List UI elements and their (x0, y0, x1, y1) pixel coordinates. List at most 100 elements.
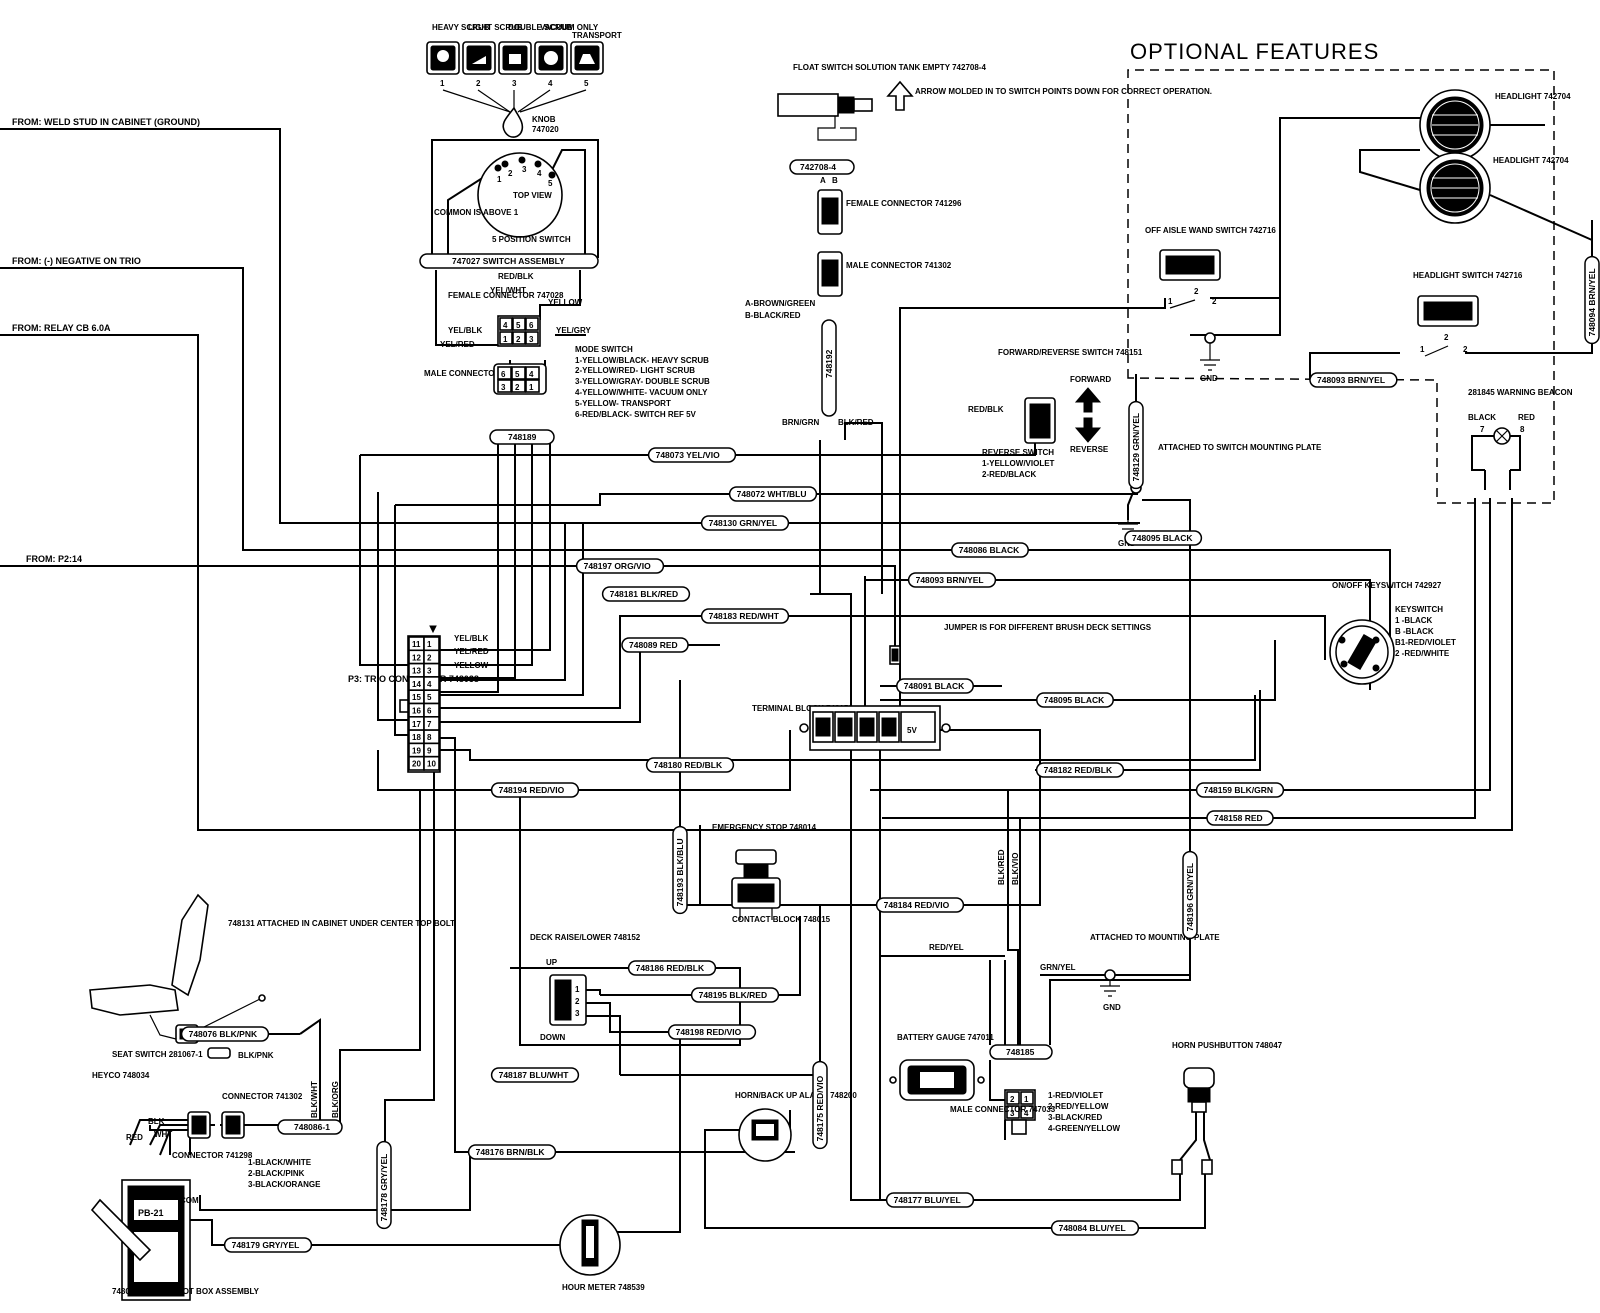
heyco-label: HEYCO 748034 (92, 1071, 150, 1080)
wire-tag: 748089 RED (621, 637, 689, 653)
wand-center: 2 (1194, 287, 1199, 296)
wire-yel-red: YEL/RED (440, 340, 475, 349)
fwd-label: FORWARD (1070, 375, 1111, 384)
p3-pin-number: 10 (427, 760, 436, 769)
from-label-negative-trio: FROM: (-) NEGATIVE ON TRIO (12, 256, 141, 266)
p3-pin-number: 14 (412, 680, 421, 689)
knob-icon (502, 106, 524, 138)
wire-tag: 748076 BLK/PNK (180, 1026, 270, 1042)
terminal-block: TERMINAL BLOCK 748153 5V (752, 704, 951, 751)
seat-cushion-icon (89, 984, 179, 1016)
wire-tag: 748159 BLK/GRN (1195, 782, 1285, 798)
wire-tag: 748094 BRN/YEL (1584, 255, 1600, 345)
wire-tag-label: 748187 BLU/WHT (499, 1070, 570, 1080)
battery-gauge-label: BATTERY GAUGE 747011 (897, 1033, 994, 1042)
mode-line-4: 4-YELLOW/WHITE- VACUUM ONLY (575, 388, 708, 397)
fwd-rev-label: FORWARD/REVERSE SWITCH 748151 (998, 348, 1143, 357)
gnd-label-2: GND (1103, 1003, 1121, 1012)
switch-top-view: TOP VIEW (513, 191, 552, 200)
harness-748185: 748185 (1006, 1047, 1035, 1057)
rev-legend-0: REVERSE SWITCH (982, 448, 1054, 457)
p3-pin-number: 18 (412, 733, 421, 742)
bc-legend-0: 1-RED/VIOLET (1048, 1091, 1103, 1100)
jumper: JUMPER IS FOR DIFFERENT BRUSH DECK SETTI… (889, 623, 1152, 665)
sc-pin-5: 5 (516, 321, 521, 330)
p3-pin-number: 19 (412, 746, 421, 755)
harness-tag (489, 429, 555, 445)
mode-num-4: 4 (548, 79, 553, 88)
speed-pot-legend-0: 1-BLACK/WHITE (248, 1158, 312, 1167)
five-position-switch: 1 2 3 4 5 TOP VIEW COMMON IS ABOVE 1 5 P… (419, 152, 599, 269)
from-label-ground: FROM: WELD STUD IN CABINET (GROUND) (12, 117, 200, 127)
battery-connector: 748185 2 1 3 4 MALE CONNECTOR 747033 1-R… (950, 1044, 1120, 1135)
headlight-switch: HEADLIGHT SWITCH 742716 2 1 2 (1413, 271, 1523, 357)
p3-pin-number: 1 (427, 640, 432, 649)
keyswitch-legend-0: KEYSWITCH (1395, 605, 1443, 614)
seat-note: 748131 ATTACHED IN CABINET UNDER CENTER … (228, 919, 455, 928)
wire-tag: 748091 BLACK (896, 678, 974, 694)
float-wire-a: A-BROWN/GREEN (745, 299, 815, 308)
tb-mark-5v: 5V (907, 726, 917, 735)
horn-button-icon (1183, 1067, 1215, 1089)
wire-red-blk: RED/BLK (498, 272, 534, 281)
wire-tag: 748184 RED/VIO (875, 897, 965, 913)
mode-switch-title: MODE SWITCH (575, 345, 633, 354)
wire-yel-wht: YEL/WHT (490, 286, 526, 295)
wire-tag-label: 748089 RED (629, 640, 678, 650)
from-labels: FROM: WELD STUD IN CABINET (GROUND) FROM… (12, 117, 200, 564)
mc-pin-1: 1 (529, 383, 534, 392)
wire-tag: 748182 RED/BLK (1035, 762, 1125, 778)
wire-tag: 748093 BRN/YEL (907, 572, 997, 588)
speed-pot-com: COM (180, 1196, 199, 1205)
wire-tag-label: 748091 BLACK (904, 681, 965, 691)
beacon-red: RED (1518, 413, 1535, 422)
mode-switch-legend: MODE SWITCH 1-YELLOW/BLACK- HEAVY SCRUB … (575, 345, 710, 419)
wire-tag-label: 748193 BLK/BLU (675, 838, 685, 906)
wire-tag-label: 748159 BLK/GRN (1204, 785, 1273, 795)
speed-pot-legend-1: 2-BLACK/PINK (248, 1169, 305, 1178)
arrow-up-icon (886, 80, 914, 111)
float-pin-a: A (820, 176, 826, 185)
beacon-pin-8: 8 (1520, 425, 1525, 434)
keyswitch-legend-1: 1 -BLACK (1395, 616, 1433, 625)
wire-tag: 748095 BLACK (1036, 692, 1114, 708)
wire-tag-label: 748076 BLK/PNK (189, 1029, 258, 1039)
wire-tag-label: 748130 GRN/YEL (709, 518, 778, 528)
wire-tag: 748176 BRN/BLK (467, 1144, 557, 1160)
wire-yellow: YELLOW (548, 298, 583, 307)
float-part-tag: 742708-4 (800, 162, 836, 172)
float-switch-label: FLOAT SWITCH SOLUTION TANK EMPTY 742708-… (793, 63, 986, 72)
p3-pin-number: 2 (427, 653, 432, 662)
wire-tag-label: 748186 RED/BLK (636, 963, 705, 973)
p3-trio-connector: P3: TRIO CONNECTOR 748038 11112213314415… (348, 625, 489, 773)
p3-pin-number: 20 (412, 760, 421, 769)
p3-pin-number: 8 (427, 733, 432, 742)
wire-tag: 748198 RED/VIO (667, 1024, 757, 1040)
float-male-label: MALE CONNECTOR 741302 (846, 261, 952, 270)
switch-connectors: RED/BLK YEL/WHT YELLOW YEL/BLK YEL/GRY Y… (424, 272, 591, 445)
wire-tag-label: 748129 GRN/YEL (1131, 413, 1141, 482)
p3-pin-number: 12 (412, 653, 421, 662)
fwd-rev-wire: RED/BLK (968, 405, 1004, 414)
battery-gauge: BATTERY GAUGE 747011 (889, 1033, 994, 1101)
vertical-blk-vio: BLK/VIO (1011, 853, 1020, 885)
speed-pot-vwire-blk-org: BLK/ORG (331, 1081, 340, 1118)
wire-tag: 748183 RED/WHT (700, 608, 790, 624)
wire-tag-label: 748181 BLK/RED (610, 589, 679, 599)
wire-tag-label: 748180 RED/BLK (654, 760, 723, 770)
switch-assembly-label: 747027 SWITCH ASSEMBLY (452, 256, 565, 266)
optional-features-title: OPTIONAL FEATURES (1130, 39, 1379, 64)
wire-yel-gry: YEL/GRY (556, 326, 591, 335)
mode-line-2: 2-YELLOW/RED- LIGHT SCRUB (575, 366, 695, 375)
speed-pot-red: RED (126, 1133, 143, 1142)
wire-tag: 748073 YEL/VIO (647, 447, 737, 463)
speed-pot-legend-2: 3-BLACK/ORANGE (248, 1180, 321, 1189)
mc-pin-6: 6 (501, 370, 506, 379)
wire-tag: 748181 BLK/RED (601, 586, 691, 602)
deck-switch-label: DECK RAISE/LOWER 748152 (530, 933, 641, 942)
switch-common-note: COMMON IS ABOVE 1 (434, 208, 519, 217)
wire-tag-label: 748084 BLU/YEL (1059, 1223, 1126, 1233)
wire-tag: 748086 BLACK (951, 542, 1029, 558)
wire-tag-label: 748183 RED/WHT (709, 611, 780, 621)
